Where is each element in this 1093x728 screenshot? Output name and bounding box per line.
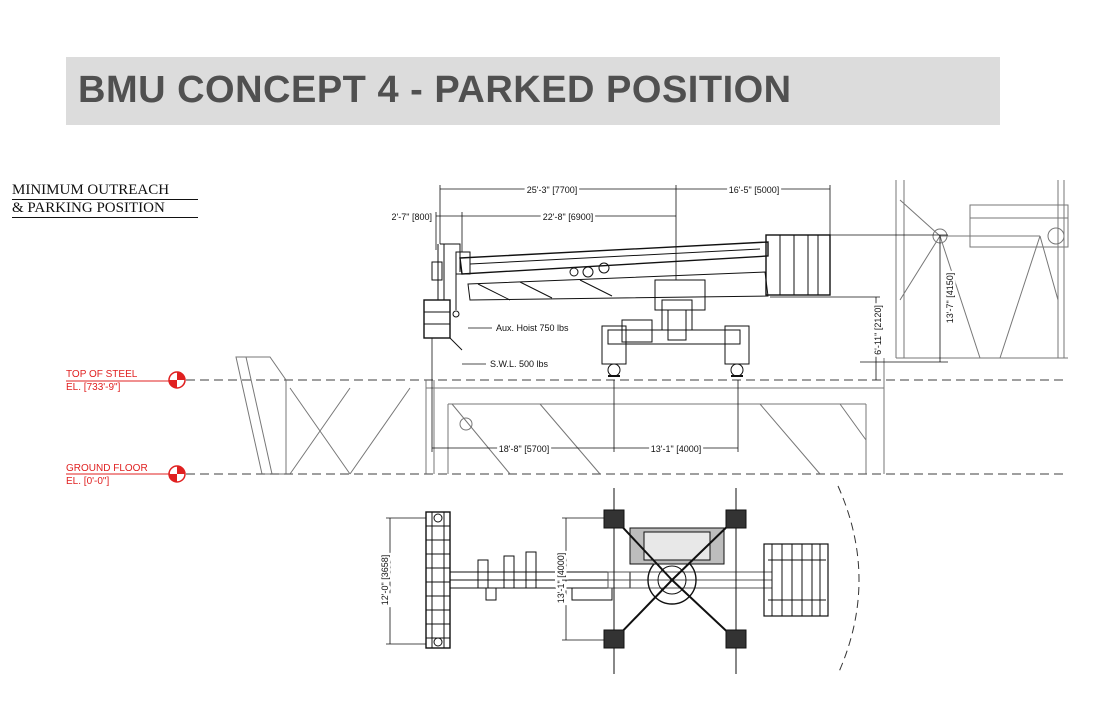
swl-label: S.W.L. 500 lbs bbox=[490, 359, 549, 369]
dim-left-small: 2'-7" [800] bbox=[392, 212, 432, 222]
ground-label: GROUND FLOOR bbox=[66, 463, 148, 474]
plan-dimension-lines bbox=[386, 517, 604, 645]
subheading-line-2: & PARKING POSITION bbox=[12, 200, 198, 218]
dim-plan-track: 13'-1" [4000] bbox=[556, 553, 566, 603]
dimension-labels: 25'-3" [7700] 16'-5" [5000] 2'-7" [800] … bbox=[392, 183, 958, 457]
dim-top-right: 16'-5" [5000] bbox=[729, 185, 779, 195]
aux-hoist-label: Aux. Hoist 750 lbs bbox=[496, 323, 569, 333]
building-structure bbox=[235, 180, 1069, 475]
subheading-line-1: MINIMUM OUTREACH bbox=[12, 182, 198, 200]
dimension-lines bbox=[431, 185, 948, 452]
dim-plan-height: 12'-0" [3658] bbox=[380, 555, 390, 605]
dim-bottom-right: 13'-1" [4000] bbox=[651, 444, 701, 454]
page-title: BMU CONCEPT 4 - PARKED POSITION bbox=[78, 69, 792, 111]
datum-lines bbox=[186, 379, 1068, 475]
dim-bottom-left: 18'-8" [5700] bbox=[499, 444, 549, 454]
swing-arc bbox=[837, 485, 860, 675]
dim-mid: 22'-8" [6900] bbox=[543, 212, 593, 222]
drawing-subheading: MINIMUM OUTREACH & PARKING POSITION bbox=[12, 182, 198, 218]
bmu-plan-view bbox=[425, 488, 829, 674]
steel-label: TOP OF STEEL bbox=[66, 369, 138, 380]
steel-value: EL. [733'-9"] bbox=[66, 382, 121, 393]
bmu-elevation bbox=[423, 234, 831, 377]
dim-top-total: 25'-3" [7700] bbox=[527, 185, 577, 195]
dim-vertical-right: 13'-7" [4150] bbox=[945, 273, 955, 323]
elevation-marker-ground: GROUND FLOOR EL. [0'-0"] bbox=[66, 463, 186, 487]
title-band: BMU CONCEPT 4 - PARKED POSITION bbox=[66, 57, 1000, 125]
dim-vertical-mid: 6'-11" [2120] bbox=[873, 305, 883, 355]
ground-value: EL. [0'-0"] bbox=[66, 476, 109, 487]
elevation-marker-steel: TOP OF STEEL EL. [733'-9"] bbox=[66, 369, 186, 393]
